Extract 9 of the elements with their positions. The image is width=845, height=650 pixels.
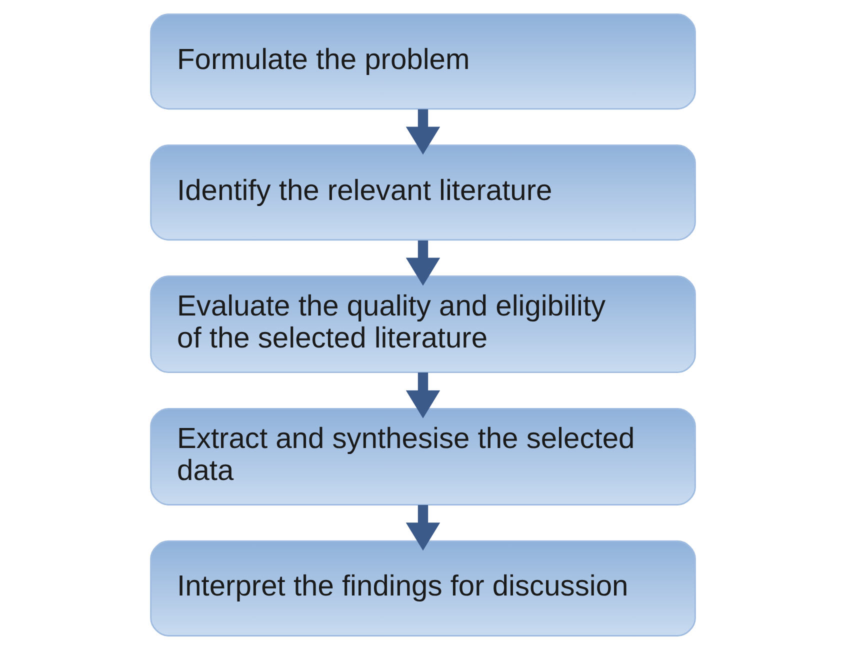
node-box: Evaluate the quality and eligibility of the selected literature	[150, 276, 696, 374]
arrow	[405, 505, 440, 551]
node-box: Identify the relevant literature	[150, 144, 696, 241]
node-box: Interpret the findings for discussion	[150, 540, 696, 636]
node-box: Formulate the problem	[150, 14, 696, 110]
arrow	[405, 372, 440, 418]
arrow	[405, 109, 440, 155]
node-box: Extract and synthesise the selected data	[150, 408, 696, 506]
arrow	[405, 240, 440, 286]
